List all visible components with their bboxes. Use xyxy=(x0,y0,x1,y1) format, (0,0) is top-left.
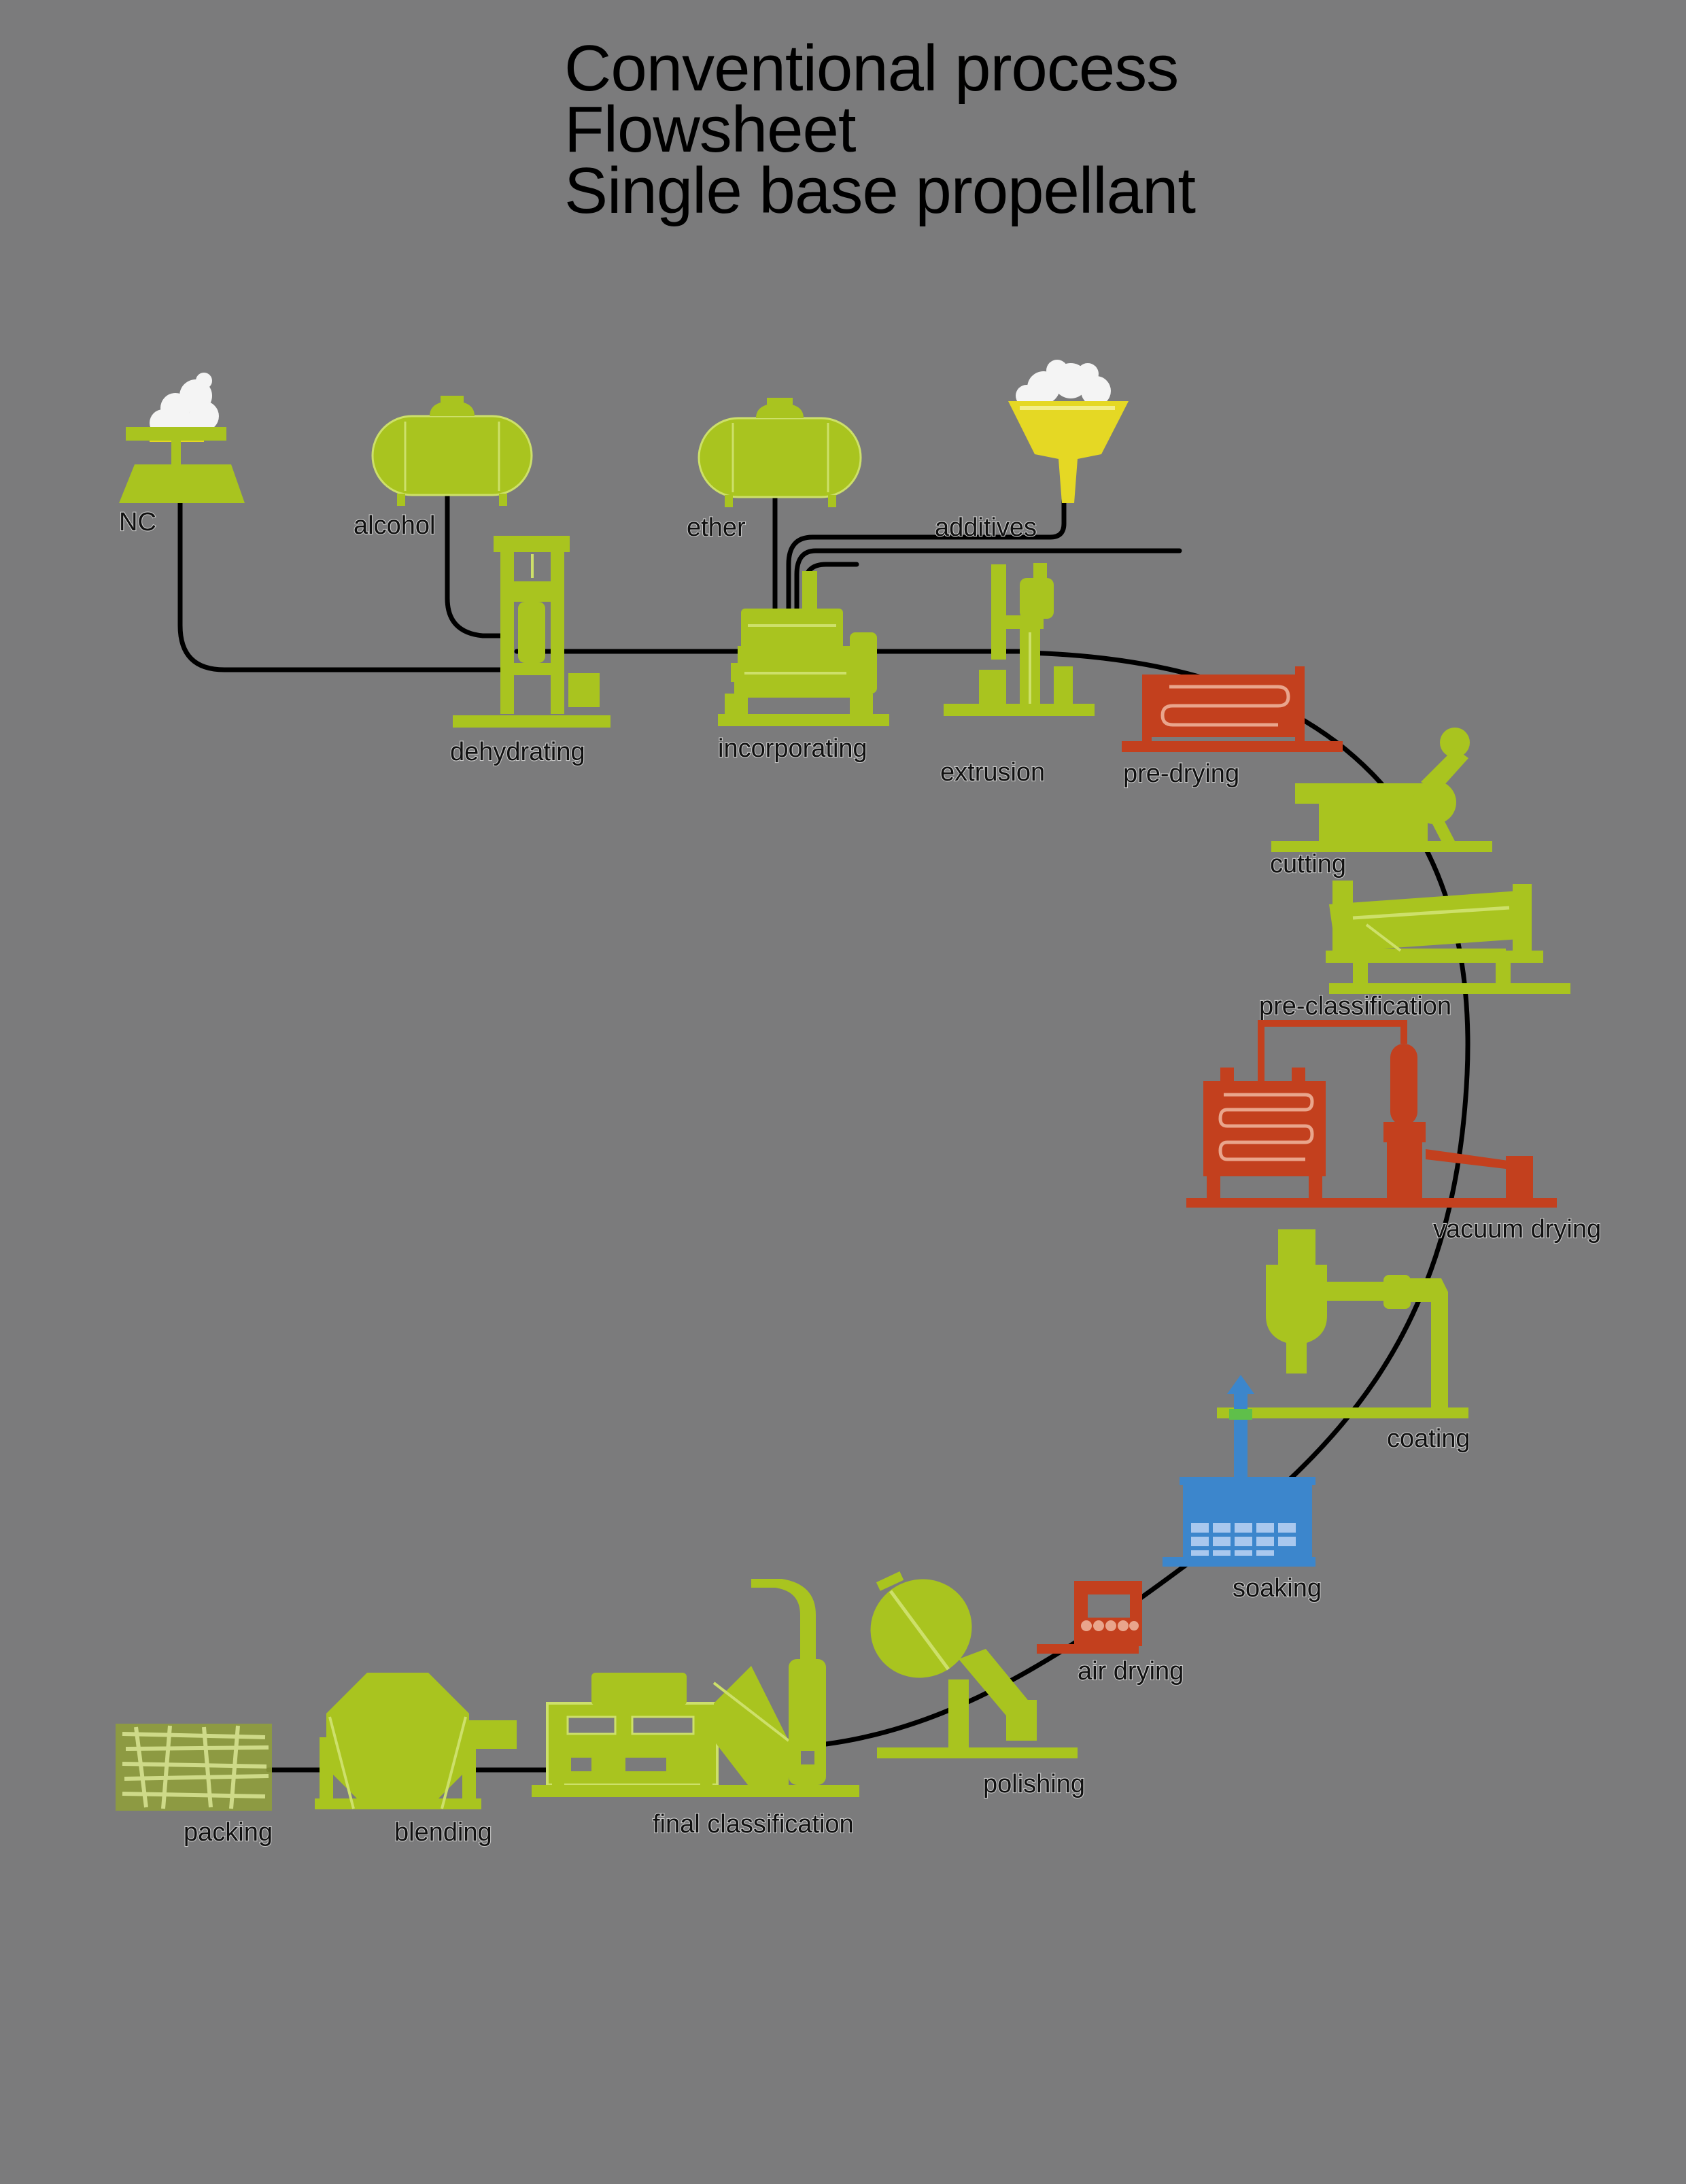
final-classification-sieve-icon xyxy=(532,1579,859,1797)
title-line-1: Conventional process xyxy=(564,32,1179,105)
label-dehydrating: dehydrating xyxy=(450,738,585,766)
additives-powder-icon xyxy=(1016,360,1111,407)
coating-drum-icon xyxy=(1217,1229,1468,1418)
extrusion-press-icon xyxy=(944,563,1095,716)
flow-line-additives-1 xyxy=(786,497,1067,615)
flow-line-additives-2 xyxy=(794,548,1182,615)
flow-line-process-curve xyxy=(823,650,1470,1747)
label-alcohol: alcohol xyxy=(354,511,435,540)
incorporating-station: incorporating xyxy=(717,571,889,764)
additives-station: additives xyxy=(934,360,1129,543)
label-vacuum-drying: vacuum drying xyxy=(1433,1215,1601,1244)
soaking-arrow-icon xyxy=(1227,1375,1254,1479)
label-ether: ether xyxy=(687,513,746,542)
soaking-station: soaking xyxy=(1163,1375,1322,1603)
vacuum-drying-station: vacuum drying xyxy=(1186,1020,1602,1244)
label-extrusion: extrusion xyxy=(940,758,1045,787)
flow-lines xyxy=(177,473,1470,1773)
dehydrating-station: dehydrating xyxy=(449,536,610,767)
label-cutting: cutting xyxy=(1270,850,1346,878)
pre-drying-oven-icon xyxy=(1122,666,1343,752)
label-air-drying: air drying xyxy=(1078,1657,1184,1686)
nc-station: NC xyxy=(118,373,245,537)
diagram-title: Conventional process Flowsheet Single ba… xyxy=(564,32,1196,227)
pre-classification-station: pre-classification xyxy=(1258,881,1570,1021)
label-additives: additives xyxy=(935,513,1037,542)
nc-hopper-icon xyxy=(119,464,245,503)
label-incorporating: incorporating xyxy=(718,734,867,763)
alcohol-tank-icon xyxy=(371,396,533,506)
packing-grains-icon xyxy=(116,1724,272,1811)
cutting-station: cutting xyxy=(1269,728,1492,879)
label-nc: NC xyxy=(119,508,156,536)
vacuum-drying-dryer-icon xyxy=(1186,1020,1557,1208)
flow-line-alcohol xyxy=(445,487,509,638)
pre-drying-station: pre-drying xyxy=(1122,666,1343,789)
nc-cotton-icon xyxy=(150,373,219,437)
packing-station: packing xyxy=(116,1724,273,1847)
final-classification-station: final classification xyxy=(532,1579,859,1839)
label-pre-classification: pre-classification xyxy=(1259,992,1451,1021)
label-coating: coating xyxy=(1387,1424,1470,1453)
label-final-classification: final classification xyxy=(653,1810,854,1839)
additives-funnel-icon xyxy=(1008,401,1129,503)
ether-station: ether xyxy=(686,398,862,543)
label-packing: packing xyxy=(184,1818,273,1847)
alcohol-station: alcohol xyxy=(353,396,533,541)
soaking-tank-icon xyxy=(1163,1375,1315,1567)
label-blending: blending xyxy=(394,1818,492,1847)
ether-tank-icon xyxy=(698,398,862,507)
air-drying-dryer-icon xyxy=(1037,1581,1142,1654)
title-line-2: Flowsheet xyxy=(564,93,857,166)
label-soaking: soaking xyxy=(1233,1574,1322,1603)
incorporating-mixer-icon xyxy=(718,571,889,726)
label-pre-drying: pre-drying xyxy=(1123,760,1239,788)
polishing-station: polishing xyxy=(870,1571,1086,1799)
pre-classification-sieve-icon xyxy=(1326,881,1570,994)
blending-station: blending xyxy=(315,1673,517,1847)
label-polishing: polishing xyxy=(983,1770,1085,1798)
coating-station: coating xyxy=(1217,1229,1471,1454)
title-line-3: Single base propellant xyxy=(564,154,1196,227)
flow-line-nc xyxy=(177,473,519,672)
blending-mixer-icon xyxy=(315,1673,517,1809)
extrusion-station: extrusion xyxy=(940,563,1095,787)
air-drying-station: air drying xyxy=(1037,1581,1184,1686)
polishing-drum-icon xyxy=(870,1571,1078,1758)
dehydrating-press-icon xyxy=(453,536,610,728)
cutting-machine-icon xyxy=(1271,728,1492,852)
